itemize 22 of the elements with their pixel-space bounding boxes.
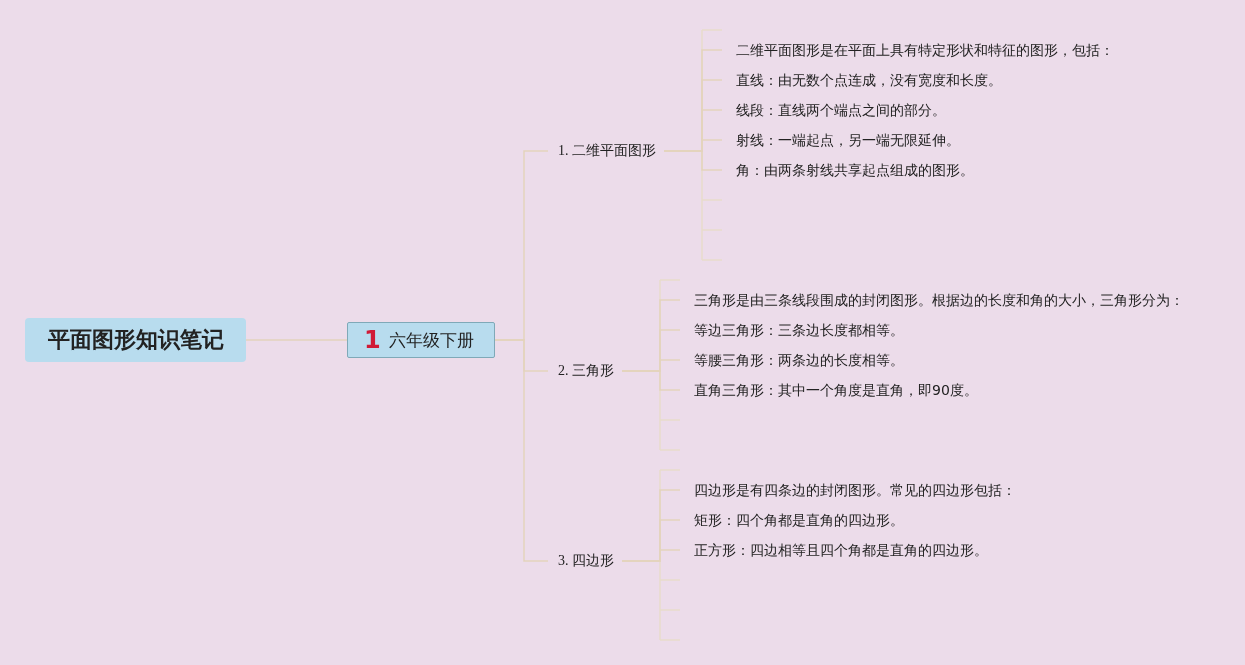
branch-connector xyxy=(245,339,348,341)
branch-topic: 2. 三角形 xyxy=(548,361,622,381)
note-text: 直线：由无数个点连成，没有宽度和长度。 xyxy=(722,70,1002,90)
note-text: 角：由两条射线共享起点组成的图形。 xyxy=(722,160,974,180)
topic-box xyxy=(347,322,495,358)
branch-topic: 3. 四边形 xyxy=(548,551,622,571)
priority-number: 1 xyxy=(364,326,381,354)
note-text: 等边三角形：三条边长度都相等。 xyxy=(680,320,904,340)
topic-text: 六年级下册 xyxy=(388,329,474,352)
title-box: 平面图形知识笔记 xyxy=(25,318,246,362)
note-text: 等腰三角形：两条边的长度相等。 xyxy=(680,350,904,370)
note-text: 正方形：四边相等且四个角都是直角的四边形。 xyxy=(680,540,988,560)
note-text: 线段：直线两个端点之间的部分。 xyxy=(722,100,946,120)
note-text: 四边形是有四条边的封闭图形。常见的四边形包括： xyxy=(680,480,1016,500)
note-text: 三角形是由三条线段围成的封闭图形。根据边的长度和角的大小，三角形分为： xyxy=(680,290,1184,310)
branch-topic: 1. 二维平面图形 xyxy=(548,141,664,161)
note-text: 射线：一端起点，另一端无限延伸。 xyxy=(722,130,960,150)
note-text: 矩形：四个角都是直角的四边形。 xyxy=(680,510,904,530)
note-text: 直角三角形：其中一个角度是直角，即90度。 xyxy=(680,380,978,400)
branch-connector xyxy=(663,150,723,171)
branch-connector xyxy=(621,370,681,391)
note-text: 二维平面图形是在平面上具有特定形状和特征的图形，包括： xyxy=(722,40,1114,60)
